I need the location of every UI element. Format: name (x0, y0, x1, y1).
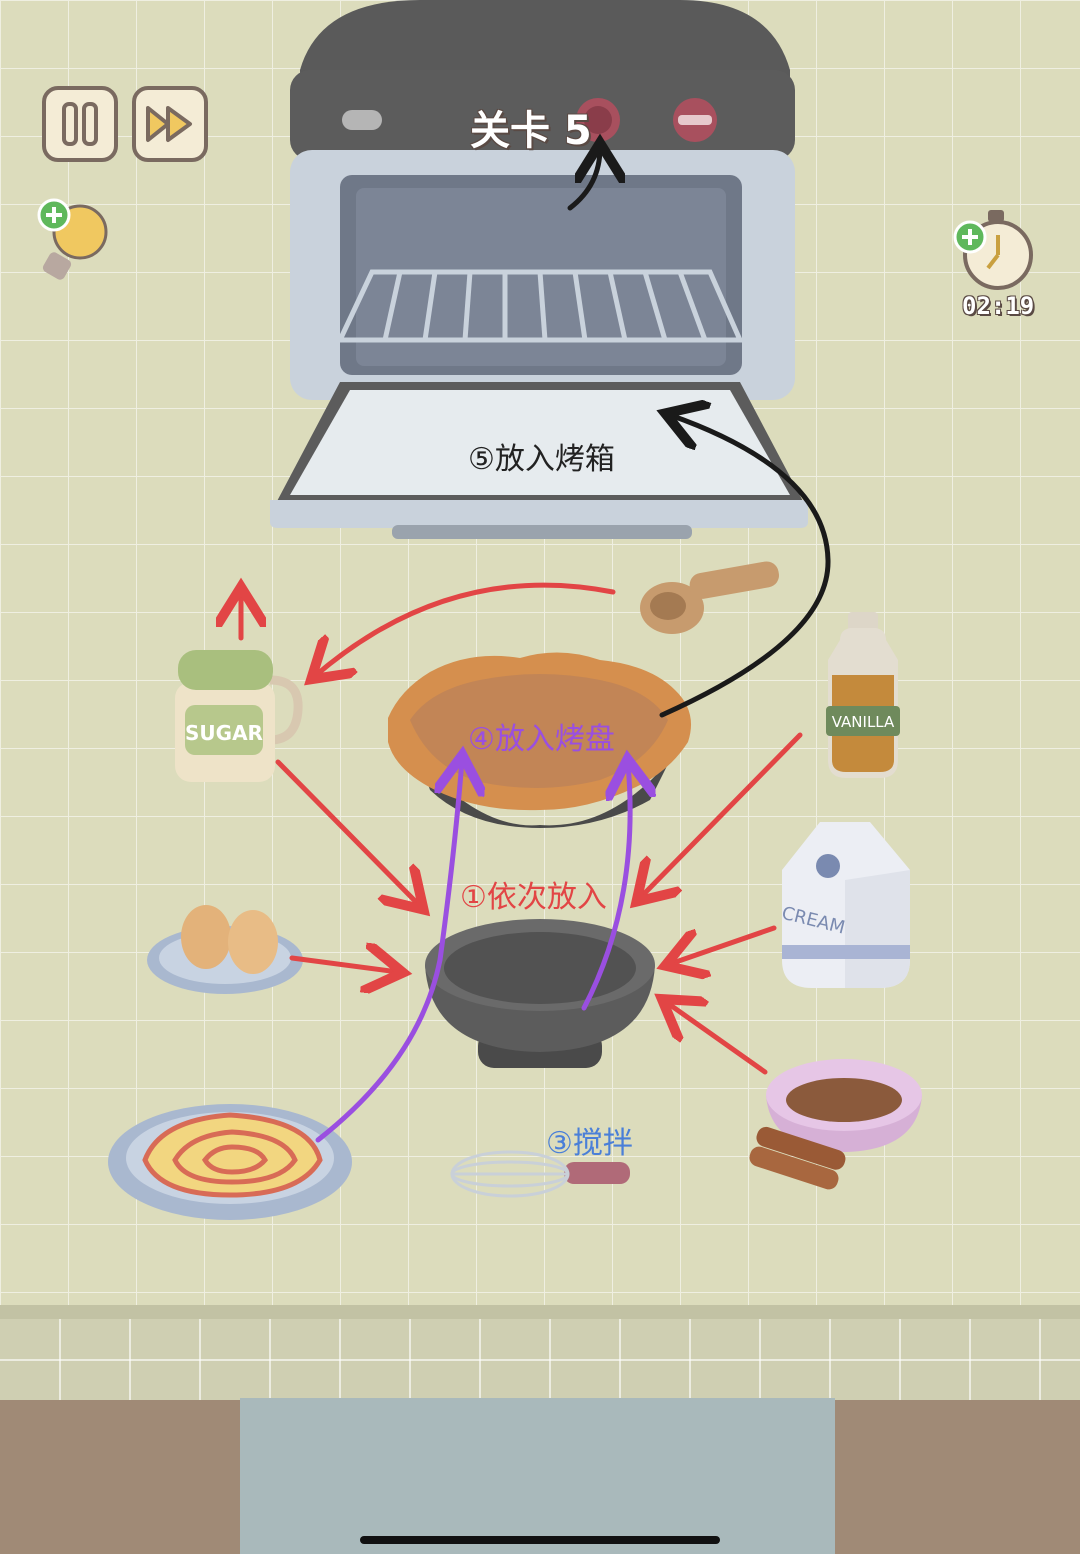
vanilla-label: VANILLA (832, 713, 895, 731)
fast-forward-icon (146, 106, 192, 142)
level-label: 关卡 5 (470, 108, 592, 154)
floor-mat (240, 1398, 835, 1554)
timer-readout: 02:19 (962, 292, 1035, 320)
sugar-label: SUGAR (185, 721, 263, 745)
fast-forward-button[interactable] (132, 86, 208, 162)
stopwatch-plus-icon[interactable] (953, 210, 1033, 290)
arrow-cinnamon-to-bowl (666, 1002, 768, 1075)
mixing-bowl[interactable] (425, 919, 655, 1068)
arrow-sugar-to-bowl (275, 759, 420, 906)
wooden-spoon[interactable] (640, 560, 781, 634)
step5-annotation: ⑤放入烤箱 (468, 442, 615, 477)
eggs-plate[interactable] (147, 905, 303, 994)
red-arrows (241, 582, 803, 1075)
apple-slices-plate[interactable] (108, 1104, 352, 1220)
sugar-jar[interactable]: SUGAR (175, 650, 303, 782)
arrow-vanilla-to-bowl (640, 732, 803, 898)
arrow-eggs-to-bowl (289, 958, 398, 972)
pause-button[interactable] (42, 86, 118, 162)
counter (0, 1305, 1080, 1405)
arrow-bowl-to-pan (581, 764, 630, 1011)
black-arrows (567, 148, 831, 718)
arrow-apples-to-pan (315, 760, 462, 1143)
arrow-spoon-to-sugar (315, 582, 616, 676)
cinnamon-bowl[interactable] (766, 1059, 922, 1152)
arrow-pan-to-oven (662, 415, 831, 718)
purple-arrows (315, 760, 630, 1143)
pause-icon (62, 102, 98, 146)
oven-knob-left[interactable] (576, 98, 620, 142)
oven[interactable] (270, 0, 808, 539)
home-indicator[interactable] (360, 1536, 720, 1544)
step1-annotation: ①依次放入 (460, 880, 607, 915)
cream-carton[interactable]: CREAM (780, 822, 910, 988)
step3-annotation: ③搅拌 (546, 1126, 633, 1161)
cinnamon-sticks[interactable] (747, 1125, 848, 1192)
oven-knob-right[interactable] (673, 98, 717, 142)
vanilla-bottle[interactable]: VANILLA (826, 612, 900, 778)
lightbulb-plus-icon[interactable] (37, 198, 108, 282)
whisk[interactable] (450, 1150, 630, 1198)
arrow-to-oven-knob (567, 148, 600, 211)
step4-annotation: ④放入烤盘 (468, 722, 615, 757)
oven-handle-icon (342, 110, 382, 130)
arrow-cream-to-bowl (670, 925, 777, 964)
